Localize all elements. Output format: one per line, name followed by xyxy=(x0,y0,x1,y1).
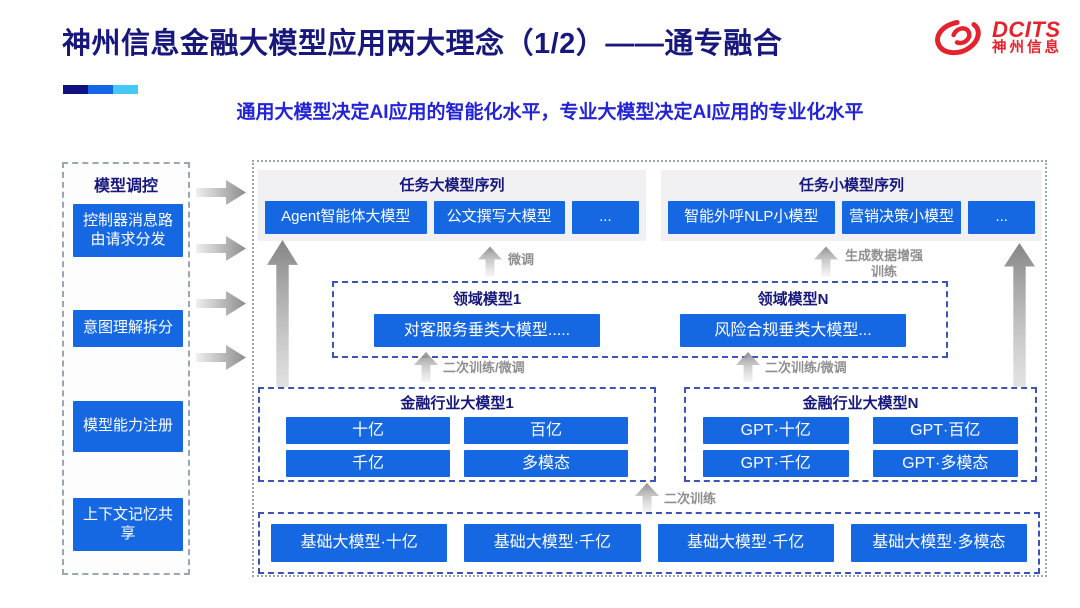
node-doc-writing-model: 公文撰写大模型 xyxy=(433,201,565,234)
node-context-memory: 上下文记忆共享 xyxy=(73,498,183,551)
node-intent-split: 意图理解拆分 xyxy=(73,310,183,347)
node-ten-billion: 百亿 xyxy=(464,417,628,444)
node-controller-routing: 控制器消息路由请求分发 xyxy=(73,204,183,257)
node-gpt-billion: GPT·十亿 xyxy=(703,417,849,444)
domain-model-1-col: 领域模型1 对客服务垂类大模型..... xyxy=(334,283,640,356)
industry-model-n-band: 金融行业大模型N GPT·十亿 GPT·百亿 GPT·千亿 GPT·多模态 xyxy=(684,387,1037,482)
slide-subtitle: 通用大模型决定AI应用的智能化水平，专业大模型决定AI应用的专业化水平 xyxy=(236,102,864,123)
node-outbound-nlp-model: 智能外呼NLP小模型 xyxy=(668,201,835,234)
retrain-finetune-label: 二次训练/微调 xyxy=(443,360,525,375)
logo-brand-cn-text: 神州信息 xyxy=(992,39,1062,56)
node-customer-service-model: 对客服务垂类大模型..... xyxy=(373,314,601,347)
domain-model-n-col: 领域模型N 风险合规垂类大模型... xyxy=(640,283,946,356)
sidebar-title: 模型调控 xyxy=(93,178,158,195)
tall-up-arrow-icon xyxy=(267,240,298,468)
right-arrow-icon xyxy=(196,344,246,371)
node-more-large-models: ... xyxy=(571,201,640,234)
base-model-band: 基础大模型·十亿 基础大模型·千亿 基础大模型·千亿 基础大模型·多模态 xyxy=(258,512,1040,574)
model-control-panel: 模型调控 控制器消息路由请求分发 意图理解拆分 模型能力注册 上下文记忆共享 xyxy=(62,162,190,575)
industry-model-1-band: 金融行业大模型1 十亿 百亿 千亿 多模态 xyxy=(258,387,656,482)
up-arrow-icon xyxy=(736,352,760,382)
node-capability-register: 模型能力注册 xyxy=(73,401,183,452)
node-hundred-billion: 千亿 xyxy=(286,450,450,477)
page-title: 神州信息金融大模型应用两大理念（1/2）——通专融合 xyxy=(62,28,783,60)
node-base-multimodal: 基础大模型·多模态 xyxy=(850,524,1027,562)
band-title: 金融行业大模型N xyxy=(802,395,919,412)
up-arrow-icon xyxy=(478,246,502,277)
domain-title: 领域模型N xyxy=(757,291,829,308)
up-arrow-icon xyxy=(414,352,438,382)
up-arrow-icon xyxy=(635,483,659,513)
domain-model-band: 领域模型1 对客服务垂类大模型..... 领域模型N 风险合规垂类大模型... xyxy=(332,281,948,358)
band-title: 金融行业大模型1 xyxy=(400,395,514,412)
node-agent-large-model: Agent智能体大模型 xyxy=(265,201,427,234)
title-accent-bar xyxy=(63,85,138,94)
node-marketing-decision-model: 营销决策小模型 xyxy=(841,201,962,234)
group-title: 任务小模型序列 xyxy=(798,177,904,194)
node-base-hundred-billion-2: 基础大模型·千亿 xyxy=(657,524,834,562)
domain-title: 领域模型1 xyxy=(452,291,522,308)
node-billion: 十亿 xyxy=(286,417,450,444)
node-gpt-hundred-billion: GPT·千亿 xyxy=(703,450,849,477)
node-base-billion: 基础大模型·十亿 xyxy=(271,524,448,562)
up-arrow-icon xyxy=(814,246,838,277)
task-small-model-group: 任务小模型序列 智能外呼NLP小模型 营销决策小模型 ... xyxy=(661,170,1042,241)
node-multimodal: 多模态 xyxy=(464,450,628,477)
tall-up-arrow-icon xyxy=(1004,243,1035,458)
group-title: 任务大模型序列 xyxy=(399,177,505,194)
right-arrow-icon xyxy=(196,235,246,262)
logo-brand-text: DCITS xyxy=(992,16,1061,42)
node-more-small-models: ... xyxy=(968,201,1036,234)
node-risk-compliance-model: 风险合规垂类大模型... xyxy=(679,314,907,347)
company-logo: DCITS 神州信息 xyxy=(932,16,1062,58)
right-arrow-icon xyxy=(196,179,246,206)
fine-tune-label: 微调 xyxy=(508,252,535,267)
retrain-finetune-label: 二次训练/微调 xyxy=(765,360,847,375)
retrain-label: 二次训练 xyxy=(664,491,717,506)
right-arrow-icon xyxy=(196,290,246,317)
gen-data-training-label: 生成数据增强训练 xyxy=(844,248,923,279)
node-gpt-multimodal: GPT·多模态 xyxy=(872,450,1018,477)
node-gpt-ten-billion: GPT·百亿 xyxy=(872,417,1018,444)
task-large-model-group: 任务大模型序列 Agent智能体大模型 公文撰写大模型 ... xyxy=(258,170,646,241)
logo-swirl-icon xyxy=(932,16,986,58)
node-base-hundred-billion-1: 基础大模型·千亿 xyxy=(464,524,641,562)
